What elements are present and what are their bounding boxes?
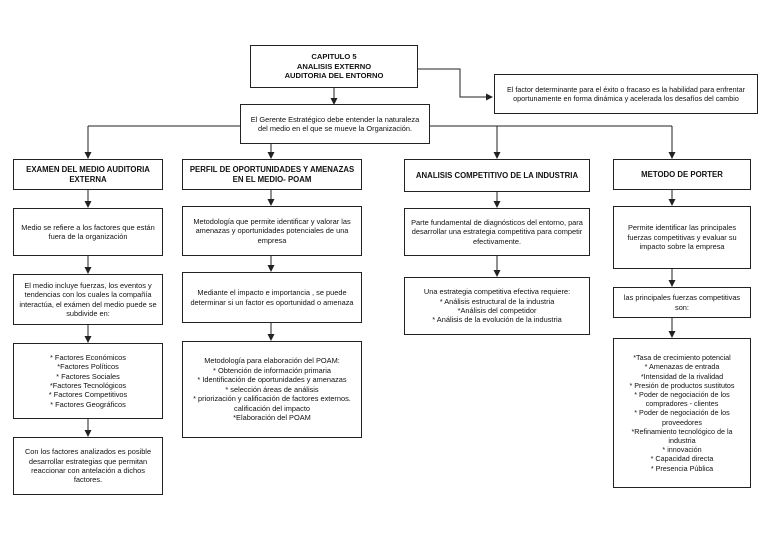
title-line-1: CAPITULO 5	[311, 51, 357, 61]
col2-impact: Mediante el impacto e importancia , se p…	[190, 288, 354, 307]
col2-step: * Identificación de oportunidades y amen…	[197, 375, 347, 385]
col1-factor: * Factores Sociales	[56, 371, 120, 381]
col2-definition: Metodología que permite identificar y va…	[193, 216, 351, 245]
col4-forces-list-box: *Tasa de crecimiento potencial * Amenaza…	[613, 338, 751, 488]
col4-definition-box: Permite identificar las principales fuer…	[613, 206, 751, 269]
col4-forces-box: las principales fuerzas competitivas son…	[613, 287, 751, 318]
col1-forces-box: El medio incluye fuerzas, los eventos y …	[13, 274, 163, 325]
col1-forces: El medio incluye fuerzas, los eventos y …	[19, 280, 157, 318]
side-note-text: El factor determinante para el éxito o f…	[506, 84, 746, 103]
col4-force: * innovación	[662, 445, 702, 455]
col2-impact-box: Mediante el impacto e importancia , se p…	[182, 272, 362, 323]
title-line-3: AUDITORIA DEL ENTORNO	[284, 71, 384, 81]
col1-conclusion: Con los factores analizados es posible d…	[24, 447, 152, 485]
col4-force: *Tasa de crecimiento potencial	[633, 353, 731, 363]
col2-step: * priorización y calificación de factore…	[193, 394, 351, 404]
intro-box: El Gerente Estratégico debe entender la …	[240, 104, 430, 144]
col4-force: *Refinamiento tecnológico de la industri…	[631, 426, 733, 446]
col4-force: *Intensidad de la rivalidad	[640, 371, 724, 381]
col4-forces: las principales fuerzas competitivas son…	[623, 293, 741, 312]
col1-factor: * Factores Geográficos	[50, 399, 126, 409]
col4-heading-box: METODO DE PORTER	[613, 159, 751, 190]
col2-methodology-box: Metodología para elaboración del POAM: *…	[182, 341, 362, 438]
col3-requirement: * Análisis estructural de la industria	[439, 296, 555, 306]
col3-heading: ANALISIS COMPETITIVO DE LA INDUSTRIA	[415, 170, 579, 180]
col1-heading: EXAMEN DEL MEDIO AUDITORIA EXTERNA	[26, 164, 150, 184]
col1-factor: * Factores Competitivos	[48, 390, 128, 400]
col1-conclusion-box: Con los factores analizados es posible d…	[13, 437, 163, 495]
col1-factors-box: * Factores Económicos *Factores Político…	[13, 343, 163, 419]
col3-requirement: Una estrategia competitiva efectiva requ…	[423, 287, 571, 297]
col2-step: Metodología para elaboración del POAM:	[204, 356, 340, 366]
col3-definition: Parte fundamental de diagnósticos del en…	[411, 217, 583, 246]
title-line-2: ANALISIS EXTERNO	[296, 61, 372, 71]
title-box: CAPITULO 5 ANALISIS EXTERNO AUDITORIA DE…	[250, 45, 418, 88]
col2-step: * selección áreas de análisis	[225, 384, 319, 394]
col2-heading: PERFIL DE OPORTUNIDADES Y AMENAZAS EN EL…	[189, 164, 355, 184]
col4-definition: Permite identificar las principales fuer…	[627, 223, 737, 252]
col1-factor: *Factores Tecnológicos	[49, 381, 127, 390]
col4-force: * Poder de negociación de los proveedore…	[634, 408, 730, 427]
col4-force: * Capacidad directa	[650, 454, 714, 464]
col3-requirement: *Análisis del competidor	[457, 306, 537, 315]
col4-force: * Presión de productos sustitutos	[629, 380, 735, 390]
col1-factor: * Factores Económicos	[50, 352, 126, 362]
col2-step: *Elaboración del POAM	[233, 413, 311, 423]
intro-text: El Gerente Estratégico debe entender la …	[250, 114, 420, 133]
col1-heading-box: EXAMEN DEL MEDIO AUDITORIA EXTERNA	[13, 159, 163, 190]
col1-definition: Medio se refiere a los factores que está…	[21, 222, 155, 241]
col2-step: * Obtención de información primaria	[213, 365, 331, 375]
col4-force: * Presencia Pública	[650, 463, 714, 473]
col4-force: * Amenazas de entrada	[644, 362, 720, 372]
col4-heading: METODO DE PORTER	[641, 169, 723, 179]
col3-requirement: * Análisis de la evolución de la industr…	[432, 315, 562, 325]
col3-definition-box: Parte fundamental de diagnósticos del en…	[404, 208, 590, 256]
col3-heading-box: ANALISIS COMPETITIVO DE LA INDUSTRIA	[404, 159, 590, 192]
col2-heading-box: PERFIL DE OPORTUNIDADES Y AMENAZAS EN EL…	[182, 159, 362, 190]
col1-definition-box: Medio se refiere a los factores que está…	[13, 208, 163, 256]
col2-step: calificación del impacto	[234, 403, 310, 413]
col4-force: * Poder de negociación de los compradore…	[634, 389, 730, 409]
side-note-box: El factor determinante para el éxito o f…	[494, 74, 758, 114]
col2-definition-box: Metodología que permite identificar y va…	[182, 206, 362, 256]
col3-requirements-box: Una estrategia competitiva efectiva requ…	[404, 277, 590, 335]
col1-factor: *Factores Políticos	[57, 362, 119, 372]
